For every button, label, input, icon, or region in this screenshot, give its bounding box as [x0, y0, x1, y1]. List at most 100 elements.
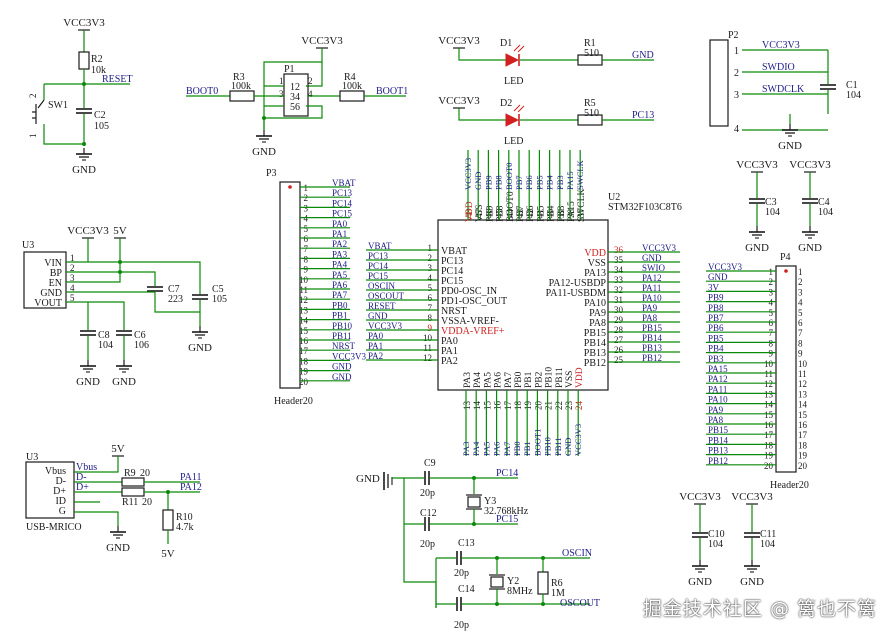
mcu-pin-name: PA5 — [483, 372, 493, 388]
junction-dot — [166, 490, 170, 494]
r6-value: 1M — [551, 588, 565, 599]
led-light-icon — [514, 105, 520, 111]
header-pin-num: 10 — [798, 359, 808, 369]
header-pin-num: 6 — [304, 234, 309, 244]
wire — [88, 272, 155, 286]
usb-pin: G — [59, 506, 66, 517]
header-net: PB3 — [708, 354, 724, 364]
gnd-label: GND — [112, 376, 136, 388]
mcu-net: RESET — [368, 301, 396, 311]
header-net: PA11 — [708, 384, 727, 394]
mcu-net: PB14 — [642, 333, 663, 343]
header-pin-num: 3 — [798, 287, 803, 297]
gnd-label: GND — [106, 542, 130, 554]
header-net: GND — [708, 272, 728, 282]
mcu-pin-num: 39 — [556, 209, 566, 219]
header-pin-num: 8 — [798, 338, 803, 348]
header-pin-num: 9 — [304, 265, 309, 275]
mcu-pin-num: 24 — [574, 401, 584, 411]
mcu-pin-num: 23 — [564, 401, 574, 411]
led-light-icon — [518, 46, 524, 52]
header-pin-num: 2 — [304, 193, 309, 203]
power-label: VCC3V3 — [789, 159, 831, 171]
mcu-net: BOOT0 — [504, 163, 514, 190]
led-icon — [506, 114, 518, 126]
header-pin-num: 4 — [769, 298, 774, 308]
header-net: PA8 — [708, 415, 724, 425]
c7-value: 223 — [168, 294, 183, 305]
mcu-pin-num: 9 — [428, 323, 433, 333]
r10-power-label: 5V — [161, 548, 175, 560]
power-label: VCC3V3 — [736, 159, 778, 171]
mcu-net: PA8 — [642, 313, 658, 323]
cap-value: 104 — [765, 207, 780, 218]
c13-ref: C13 — [458, 538, 475, 549]
header-net: VCC3V3 — [332, 351, 367, 361]
mcu-net: PA9 — [642, 303, 658, 313]
p3-body — [280, 182, 300, 388]
mcu-pin-num: 5 — [428, 283, 433, 293]
header-net: VBAT — [332, 178, 356, 188]
p2-net: SWDIO — [762, 62, 795, 73]
r3-body — [230, 91, 254, 101]
junction-dot — [82, 142, 86, 146]
mcu-pin-num: 11 — [423, 343, 432, 353]
mcu-net: PB0 — [512, 441, 522, 456]
mcu-net: GND — [563, 438, 573, 456]
header-footer: Header20 — [770, 480, 809, 491]
mcu-pin-num: 48 — [464, 209, 474, 219]
mcu-pin-num: 4 — [428, 273, 433, 283]
header-pin-num: 17 — [798, 430, 808, 440]
label: 4 — [308, 89, 313, 99]
led-label: LED — [504, 136, 523, 147]
mcu-pin-num: 17 — [503, 401, 513, 411]
mcu-net: PB8 — [494, 175, 504, 190]
mcu-pin-num: 19 — [523, 401, 533, 411]
led-net-label: GND — [632, 50, 654, 61]
mcu-pin-num: 1 — [428, 243, 433, 253]
y3-crystal-icon — [468, 497, 480, 507]
header-pin-num: 13 — [798, 389, 808, 399]
mcu-net: VCC3V3 — [573, 424, 583, 456]
mcu-pin-name: PB10 — [545, 367, 555, 388]
mcu-pin-num: 45 — [495, 209, 505, 218]
header-pin-num: 11 — [764, 369, 773, 379]
usb-ref: U3 — [26, 452, 38, 463]
header-pin-num: 12 — [299, 295, 308, 305]
gnd-label: GND — [76, 376, 100, 388]
r11-value: 20 — [142, 497, 152, 508]
power-label: VCC3V3 — [438, 35, 480, 47]
header-pin-num: 4 — [304, 214, 309, 224]
junction-dot — [118, 270, 122, 274]
mcu-pin-num: 15 — [482, 401, 492, 411]
mcu-pin-name: PB2 — [534, 371, 544, 388]
p1-ref: P1 — [284, 64, 295, 75]
header-net: PA6 — [332, 280, 348, 290]
mcu-pin-num: 14 — [472, 401, 482, 411]
header-net: GND — [332, 362, 352, 372]
c14-value: 20p — [454, 620, 469, 631]
power-label: VCC3V3 — [67, 225, 109, 237]
header-pin-num: 19 — [764, 451, 774, 461]
header-pin-num: 13 — [299, 305, 309, 315]
mcu-pin-num: 26 — [614, 345, 624, 355]
c8-value: 104 — [98, 340, 113, 351]
osc-gnd-label: GND — [356, 473, 380, 485]
header-net: PB6 — [708, 323, 724, 333]
power-label: VCC3V3 — [731, 491, 773, 503]
header-pin-num: 14 — [299, 316, 309, 326]
label: 3 — [279, 89, 284, 99]
mcu-net: PA7 — [502, 442, 512, 456]
gnd-label: GND — [745, 242, 769, 254]
junction-dot — [541, 602, 545, 606]
mcu-net: PB7 — [514, 175, 524, 190]
mcu-net: BOOT1 — [532, 429, 542, 456]
cap-value: 104 — [818, 207, 833, 218]
mcu-net: PA4 — [471, 441, 481, 456]
mcu-pin-num: 38 — [566, 209, 576, 219]
junction-dot — [82, 82, 86, 86]
header-pin-num: 1 — [798, 267, 803, 277]
header-pin-num: 7 — [769, 328, 774, 338]
header-pin-num: 20 — [764, 461, 774, 471]
power-label: VCC3V3 — [438, 95, 480, 107]
